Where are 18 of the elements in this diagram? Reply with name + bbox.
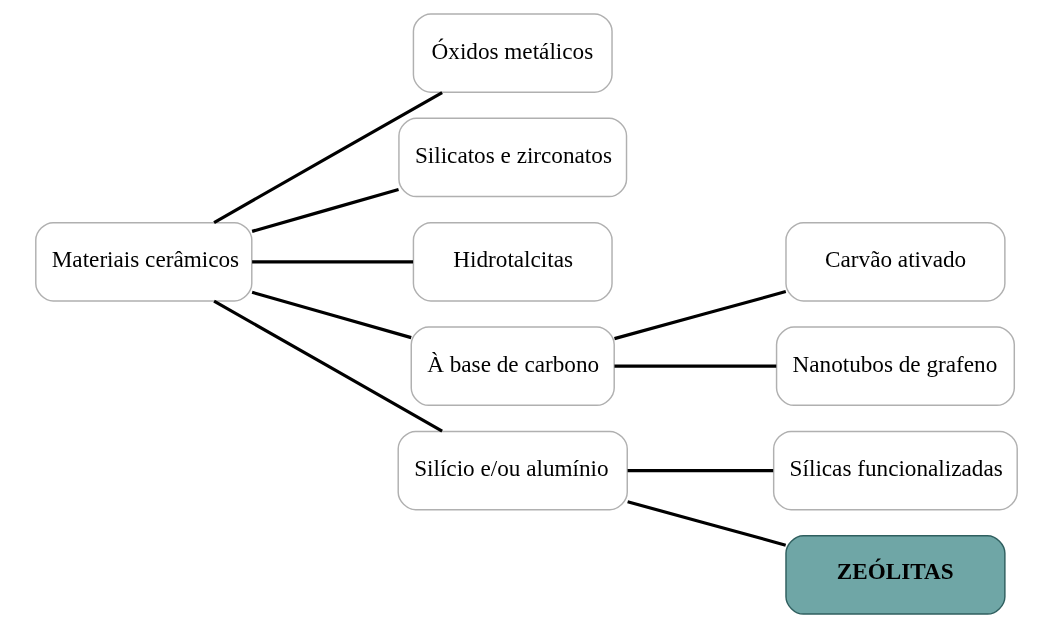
connector bbox=[627, 500, 787, 547]
connector bbox=[251, 188, 399, 233]
node-box: Sílicas funcionalizadas bbox=[772, 430, 1018, 511]
node-box: Hidrotalcitas bbox=[412, 221, 613, 302]
connector bbox=[627, 468, 774, 473]
node-box: ZEÓLITAS bbox=[785, 535, 1006, 615]
node-box: Silício e/ou alumínio bbox=[397, 430, 628, 511]
node-box: Carvão ativado bbox=[785, 221, 1006, 302]
node-box: Silicatos e zirconatos bbox=[398, 117, 628, 198]
node-box: À base de carbono bbox=[410, 326, 615, 407]
node-box: Materiais cerâmicos bbox=[35, 221, 253, 302]
connector bbox=[614, 364, 777, 368]
node-box: Nanotubos de grafeno bbox=[775, 326, 1016, 407]
connector bbox=[252, 260, 414, 264]
node-box: Óxidos metálicos bbox=[412, 13, 613, 93]
connector bbox=[213, 91, 443, 224]
connector bbox=[251, 290, 412, 340]
connector bbox=[614, 290, 787, 341]
